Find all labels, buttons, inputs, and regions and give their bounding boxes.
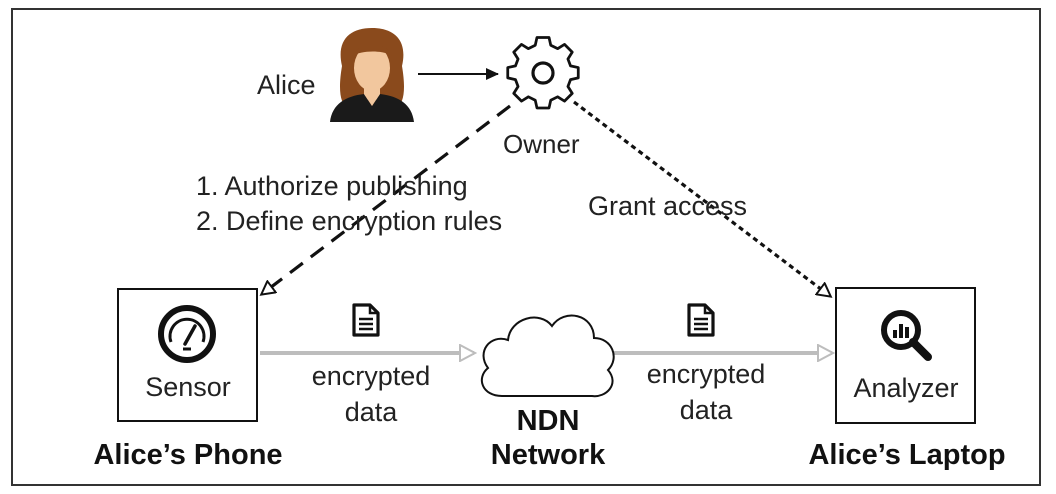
left-data-label-line1: encrypted: [311, 361, 431, 391]
document-icon-left: [352, 303, 380, 337]
right-data-label-line1: encrypted: [646, 359, 766, 389]
grant-access-label: Grant access: [588, 191, 748, 221]
network-label-line1: NDN: [516, 405, 580, 437]
owner-label: Owner: [503, 129, 580, 159]
diagram-frame: [11, 8, 1041, 486]
right-data-label-line2: data: [679, 395, 733, 425]
gear-icon: [506, 36, 580, 110]
cloud-icon: [480, 314, 615, 398]
network-label-line2: Network: [490, 439, 606, 471]
step-1-label: 1. Authorize publishing: [196, 171, 468, 201]
person-icon: [330, 28, 414, 122]
phone-app-label: Sensor: [145, 372, 231, 402]
user-name: Alice: [257, 70, 316, 100]
magnifier-chart-icon: [881, 310, 932, 361]
laptop-node: Analyzer: [835, 287, 976, 424]
laptop-device-label: Alice’s Laptop: [808, 439, 1006, 471]
step-2-label: 2. Define encryption rules: [196, 206, 503, 236]
gauge-icon: [158, 305, 216, 363]
left-data-label-line2: data: [344, 397, 398, 427]
phone-node: Sensor: [117, 288, 258, 422]
document-icon-right: [687, 303, 715, 337]
laptop-app-label: Analyzer: [853, 373, 959, 403]
phone-device-label: Alice’s Phone: [93, 439, 283, 471]
